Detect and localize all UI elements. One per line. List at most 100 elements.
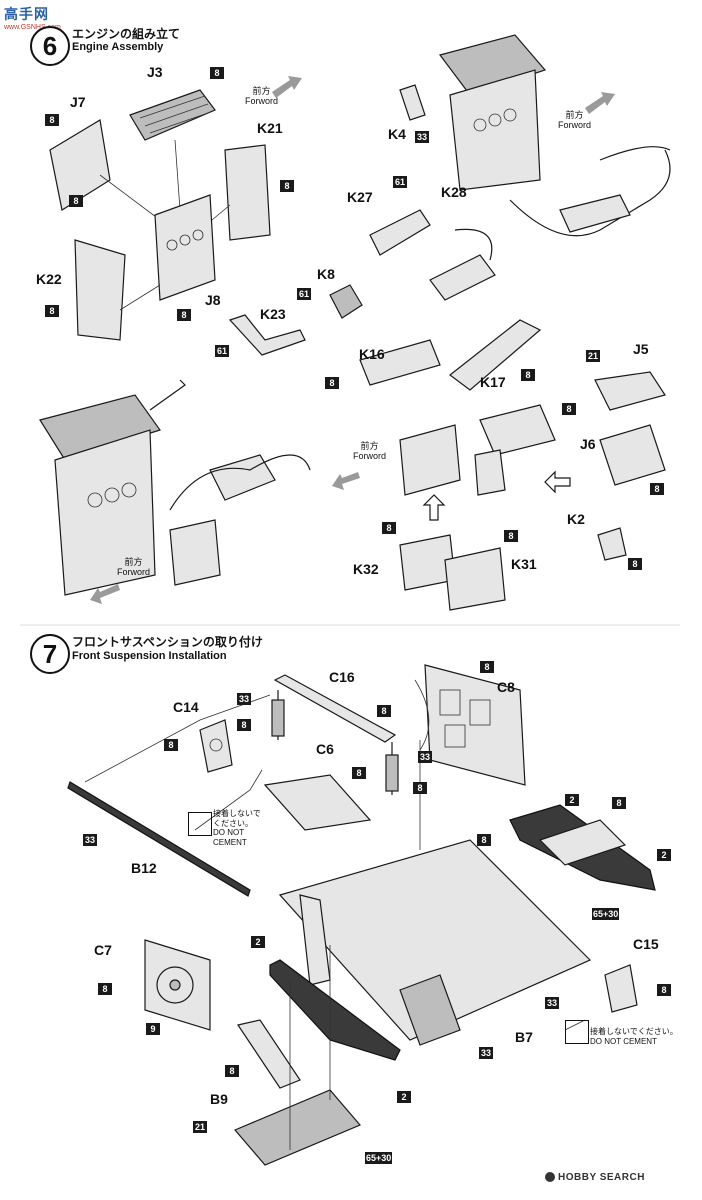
part-label-b7: B7 <box>515 1029 533 1045</box>
step7-title-en: Front Suspension Installation <box>72 650 227 662</box>
forward-en: Forword <box>558 120 592 131</box>
part-k4-shape <box>399 84 426 121</box>
part-label-k27: K27 <box>347 189 373 205</box>
paint-code: 2 <box>397 1091 411 1103</box>
paint-code: 8 <box>280 180 294 192</box>
part-label-b9: B9 <box>210 1091 228 1107</box>
part-k27-shape <box>369 209 431 256</box>
note-en-line2: CEMENT <box>213 837 247 847</box>
paint-code: 33 <box>415 131 429 143</box>
paint-code: 61 <box>393 176 407 188</box>
part-label-k2: K2 <box>567 511 585 527</box>
paint-code: 33 <box>545 997 559 1009</box>
paint-code: 8 <box>225 1065 239 1077</box>
paint-code: 8 <box>69 195 83 207</box>
assembly-arrow-left <box>544 470 571 494</box>
assembly-arrow-up <box>422 494 446 521</box>
exhaust-headers-assembled <box>509 146 671 237</box>
engine-top-right-head <box>438 34 547 96</box>
no-glue-icon <box>188 812 212 836</box>
forward-en: Forword <box>245 96 279 107</box>
step7-title-ja: フロントサスペンションの取り付け <box>72 635 263 649</box>
do-not-cement-note-2: 接着しないでください。 DO NOT CEMENT <box>590 1027 678 1046</box>
part-label-c14: C14 <box>173 699 199 715</box>
do-not-cement-note-1: 接着しないで ください。 DO NOT CEMENT <box>213 809 261 847</box>
paint-code: 8 <box>504 530 518 542</box>
paint-code: 8 <box>628 558 642 570</box>
part-label-k28: K28 <box>441 184 467 200</box>
step6-drawing <box>39 34 671 611</box>
note-ja-line2: ください。 <box>213 818 253 828</box>
part-c16-shape <box>273 674 397 743</box>
engine-bottom-left-block <box>54 429 156 596</box>
watermark-text: 高手网 <box>4 6 49 22</box>
part-b9-shape <box>234 1089 361 1166</box>
paint-code: 8 <box>210 67 224 79</box>
engine-bottom-left-head <box>39 394 161 461</box>
part-label-c15: C15 <box>633 936 659 952</box>
forward-label-3: 前方 Forword <box>353 441 386 462</box>
part-label-c8: C8 <box>497 679 515 695</box>
part-label-j5: J5 <box>633 341 649 357</box>
engine-top-right-block <box>449 69 541 191</box>
part-b7-shape <box>278 839 592 1041</box>
part-j3-shape <box>129 89 216 141</box>
watermark-url: www.GSNHS.com <box>4 24 61 31</box>
paint-code: 8 <box>325 377 339 389</box>
watermark-logo: 高手网 www.GSNHS.com <box>4 4 61 31</box>
forward-label-2: 前方 Forword <box>558 110 591 131</box>
forward-ja: 前方 <box>360 441 379 451</box>
forward-ja: 前方 <box>124 557 143 567</box>
part-label-j3: J3 <box>147 64 163 80</box>
paint-code: 8 <box>237 719 251 731</box>
part-k16-shape <box>359 339 441 386</box>
paint-code: 8 <box>521 369 535 381</box>
paint-code: 33 <box>237 693 251 705</box>
paint-code: 2 <box>657 849 671 861</box>
paint-code: 8 <box>164 739 178 751</box>
logo-dot-icon <box>545 1172 555 1183</box>
note-en-line1: DO NOT <box>213 828 245 838</box>
part-label-j8: J8 <box>205 292 221 308</box>
forward-label-1: 前方 Forword <box>245 86 278 107</box>
part-label-c7: C7 <box>94 942 112 958</box>
part-k23-shape <box>228 314 306 356</box>
part-k22-shape <box>74 239 126 341</box>
step6-number: 6 <box>30 26 70 66</box>
part-label-k4: K4 <box>388 126 406 142</box>
part-k21-shape <box>224 144 271 241</box>
paint-code: 8 <box>612 797 626 809</box>
part-j8-shape <box>154 194 216 301</box>
part-j5-shape <box>594 371 666 411</box>
step7-number: 7 <box>30 634 70 674</box>
part-j7-shape <box>49 119 111 211</box>
forward-arrow-4 <box>90 584 120 604</box>
paint-code: 8 <box>382 522 396 534</box>
paint-code: 8 <box>45 114 59 126</box>
paint-code: 8 <box>650 483 664 495</box>
part-label-k17: K17 <box>480 374 506 390</box>
part-label-k22: K22 <box>36 271 62 287</box>
step6-title-ja: エンジンの組み立て <box>72 27 181 41</box>
part-label-k32: K32 <box>353 561 379 577</box>
paint-code: 33 <box>418 751 432 763</box>
part-label-b12: B12 <box>131 860 157 876</box>
paint-code: 8 <box>562 403 576 415</box>
part-k17-shape <box>449 319 542 391</box>
part-k28-shape <box>429 254 496 301</box>
note-ja-line1: 接着しないで <box>213 809 261 818</box>
part-j6-shape <box>599 424 666 486</box>
part-c15-shape <box>604 964 638 1013</box>
part-label-k21: K21 <box>257 120 283 136</box>
part-k31-shape <box>444 547 506 611</box>
paint-code: 65+30 <box>592 908 620 920</box>
part-c6-shape <box>263 774 372 831</box>
airbox-shape <box>399 424 461 496</box>
intake-funnel-shape <box>479 404 556 456</box>
step7-drawing <box>20 624 680 1166</box>
paint-code: 8 <box>177 309 191 321</box>
forward-arrow-3 <box>332 472 360 490</box>
paint-code: 9 <box>146 1023 160 1035</box>
